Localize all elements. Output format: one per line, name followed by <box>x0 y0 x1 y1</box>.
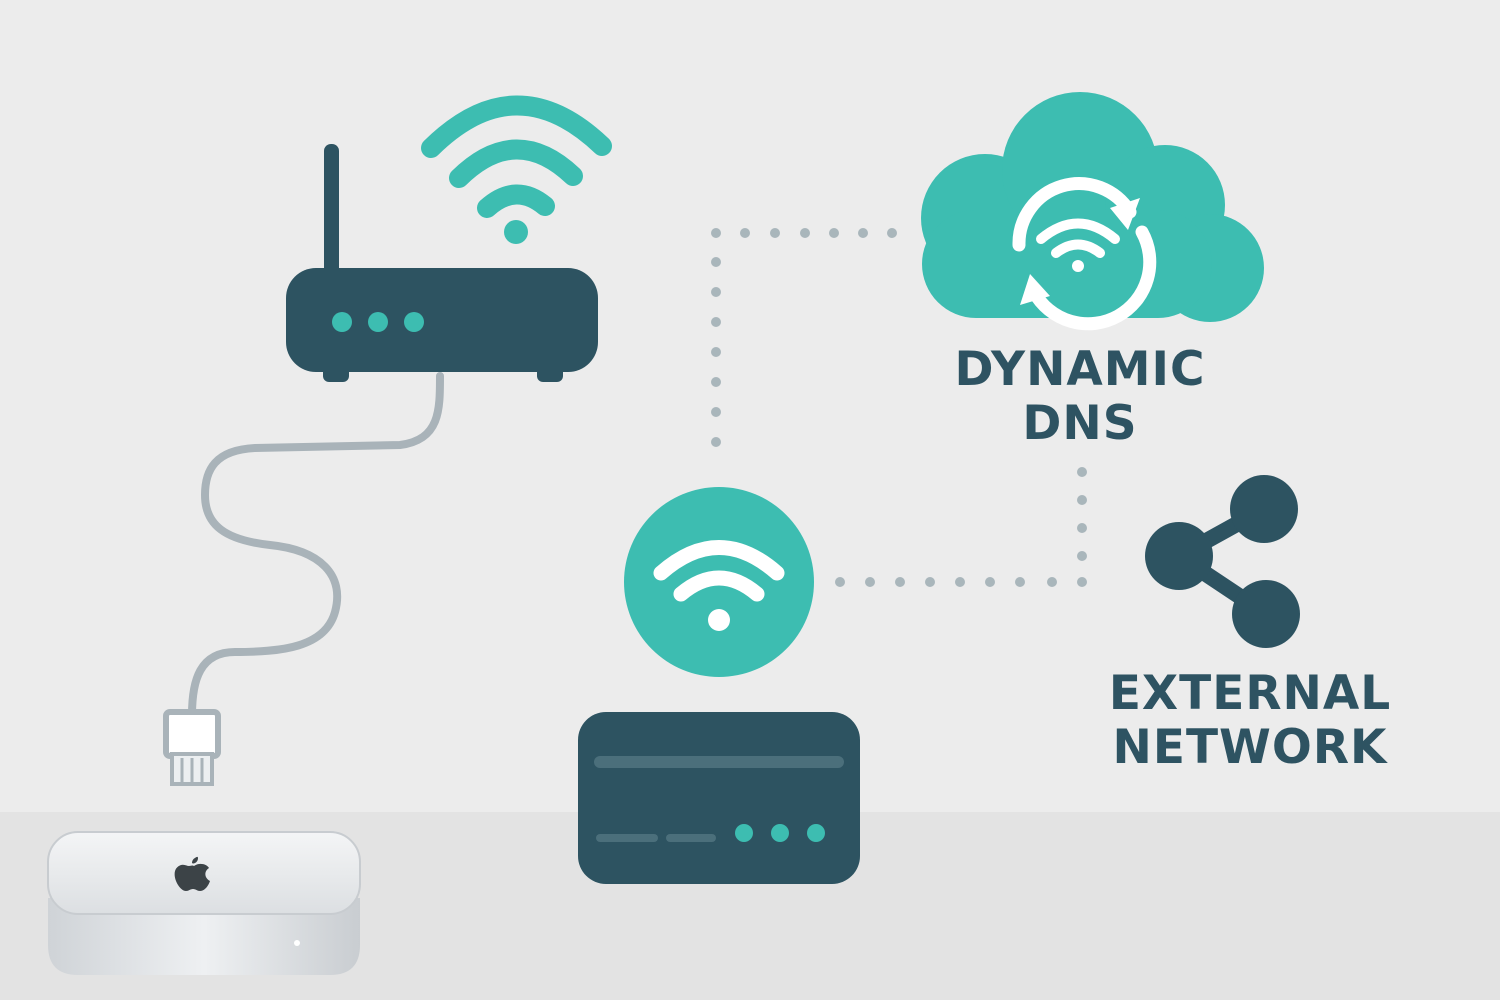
apple-logo-icon <box>174 856 210 891</box>
router-led <box>404 312 424 332</box>
server-slot <box>594 756 844 768</box>
router-icon <box>286 144 598 382</box>
router-led <box>368 312 388 332</box>
ethernet-cable <box>188 372 444 719</box>
connector-dns-down <box>1077 467 1087 587</box>
router-antenna <box>324 144 339 284</box>
dynamic-dns-label: DYNAMIC DNS <box>930 343 1230 451</box>
mac-mini-icon <box>47 831 361 975</box>
dotted-connectors <box>711 228 1087 587</box>
server-box-icon <box>578 712 860 884</box>
connector-wifi-dns <box>835 577 1057 587</box>
share-network-icon <box>1145 475 1300 648</box>
wifi-icon <box>624 487 814 677</box>
dynamic-dns-label-line2: DNS <box>1022 396 1138 451</box>
router-body <box>286 268 598 372</box>
server-led <box>807 824 825 842</box>
ethernet-plug-icon <box>163 709 221 786</box>
server-slot <box>596 834 658 842</box>
external-network-label: EXTERNAL NETWORK <box>1100 667 1400 775</box>
connector-router-cloud <box>711 228 897 238</box>
sync-wifi-icon <box>1012 177 1157 331</box>
external-network-label-line2: NETWORK <box>1112 720 1388 775</box>
server-led <box>735 824 753 842</box>
dynamic-dns-label-line1: DYNAMIC <box>954 342 1206 397</box>
server-slot <box>666 834 716 842</box>
external-network-label-line1: EXTERNAL <box>1108 666 1392 721</box>
mac-status-led <box>294 940 300 946</box>
router-led <box>332 312 352 332</box>
server-led <box>771 824 789 842</box>
connector-vertical-left <box>711 257 721 447</box>
wifi-signal-icon <box>421 95 612 244</box>
